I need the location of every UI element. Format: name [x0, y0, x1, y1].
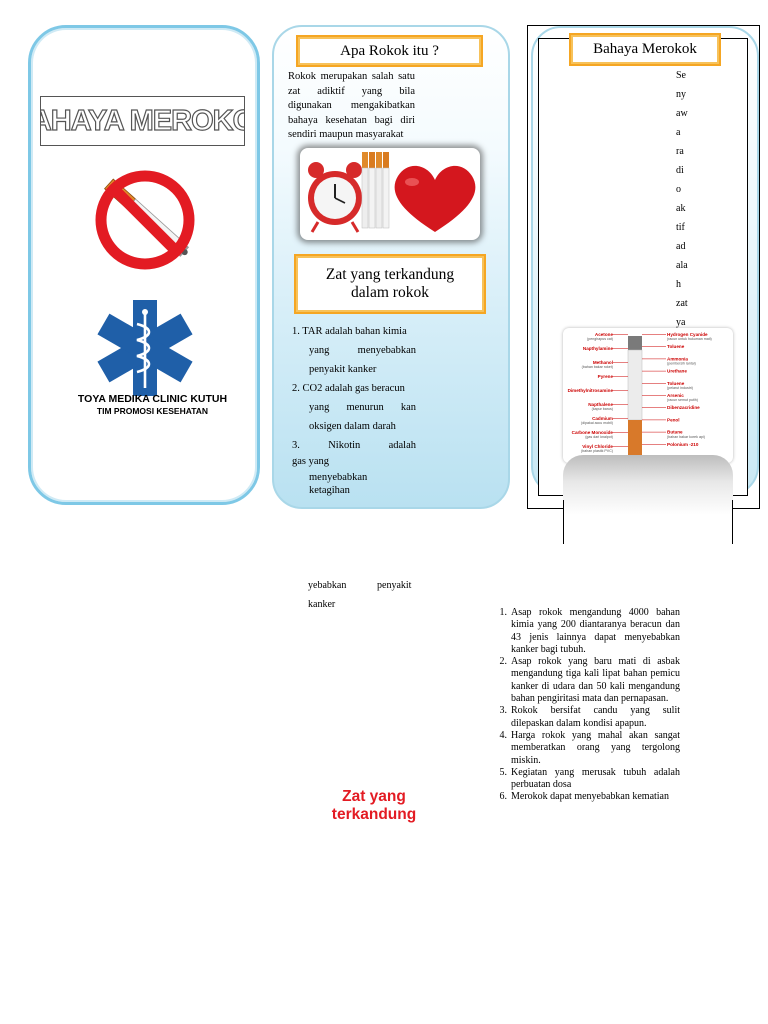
chemical-label: Napthalene — [588, 402, 613, 407]
list-item-line: yang menyebabkan — [309, 345, 416, 356]
intro-paragraph: Rokok merupakan salah satu zat adiktif y… — [288, 71, 415, 140]
list-number: 3. — [499, 705, 508, 717]
vertical-text-fragment: ak — [676, 203, 686, 214]
vertical-text-fragment: zat — [676, 298, 688, 309]
chemical-note: (bahan bakar roket) — [582, 365, 613, 369]
list-item: 3.Rokok bersifat candu yang sulit dilepa… — [485, 705, 681, 730]
list-item-line: 2. CO2 adalah gas beracun — [292, 383, 405, 394]
list-item: 5.Kegiatan yang merusak tubuh adalah per… — [485, 766, 681, 792]
cigarettes-icon — [361, 152, 390, 229]
chemical-label: Napthylamine — [583, 346, 614, 351]
chemical-label: Dibenzacridine — [667, 405, 700, 410]
no-smoking-icon — [95, 170, 195, 270]
alarm-clock-icon — [308, 162, 362, 233]
chemical-label: Methanol — [593, 360, 613, 365]
list-number: 2. — [499, 656, 508, 668]
vertical-text-fragment: aw — [676, 108, 688, 119]
vertical-text-fragment: a — [676, 127, 681, 138]
chemical-note: (kapur barus) — [592, 407, 613, 411]
chemical-note: (dipakai accu mobil) — [581, 421, 613, 425]
chemical-note: (pelarut industri) — [667, 386, 693, 390]
vertical-text-fragment: o — [676, 184, 681, 195]
vertical-text-fragment: h — [676, 279, 681, 290]
list-item-line: menyebabkan — [309, 472, 368, 483]
list-number: 5. — [499, 766, 508, 778]
vertical-text-fragment: tif — [676, 222, 685, 233]
vertical-text-fragment: di — [676, 165, 684, 176]
list-number: 6. — [499, 791, 508, 803]
list-text: Kegiatan yang merusak tubuh adalah perbu… — [511, 766, 680, 791]
chemical-label: Penol — [667, 417, 680, 422]
chemical-label: Toluene — [667, 344, 685, 349]
list-item: 6.Merokok dapat menyebabkan kematian — [485, 791, 680, 803]
chemical-note: (racun semut putih) — [667, 398, 698, 402]
cigarette-icon — [627, 336, 643, 460]
continued-text: penyakit — [377, 580, 412, 591]
textbox-continuation — [563, 500, 733, 544]
vertical-text-fragment: ala — [676, 260, 688, 271]
grey-gradient-shape — [563, 455, 733, 515]
list-text: Rokok bersifat candu yang sulit dilepask… — [511, 705, 680, 729]
chemical-label: Vinyl Chloride — [582, 444, 613, 449]
chemical-label: Polonium -210 — [667, 442, 699, 447]
list-item: 4.Harga rokok yang mahal akan sangat mem… — [485, 729, 681, 767]
chemical-label: Cadmium — [592, 416, 613, 421]
clinic-subtitle: TIM PROMOSI KESEHATAN — [96, 406, 209, 416]
chemical-label: Pyrene — [598, 374, 614, 379]
chemical-label: Toluene — [667, 381, 685, 386]
vertical-text-fragment: ra — [676, 146, 684, 157]
continued-text: yebabkan — [308, 580, 347, 591]
red-heading: Zat yang terkandung — [331, 788, 417, 823]
list-item-line: ketagihan — [309, 485, 350, 496]
list-item-line: oksigen dalam darah — [309, 421, 396, 432]
chemical-note: (bahan plastik PVC) — [581, 449, 613, 453]
list-item-line: yang menurun kan — [309, 402, 416, 413]
list-text: Harga rokok yang mahal akan sangat membe… — [511, 729, 680, 766]
chemical-note: (gas dari knalpot) — [585, 435, 613, 439]
continued-text: kanker — [308, 599, 336, 610]
list-text: Asap rokok yang baru mati di asbak menga… — [511, 656, 680, 705]
list-item: 2.Asap rokok yang baru mati di asbak men… — [485, 656, 681, 705]
list-number: 4. — [499, 729, 508, 741]
chemical-label: Dimethylnitrosamine — [568, 388, 614, 393]
list-item-line: penyakit kanker — [309, 364, 377, 375]
chemical-label: Acetone — [595, 332, 614, 337]
list-number: 1. — [499, 607, 508, 618]
heart-icon — [394, 165, 476, 232]
cover-title: BAHAYA MEROKOK — [40, 96, 245, 146]
chemical-label: Butane — [667, 430, 683, 435]
section-title-dangers: Bahaya Merokok — [569, 33, 721, 66]
list-item: 2. CO2 adalah gas beracun yang menurun k… — [292, 379, 416, 436]
list-item-line: 3. Nikotin adalah — [292, 440, 416, 451]
list-item: 3. Nikotin adalah gas yang menyebabkan k… — [292, 436, 416, 497]
chemical-note: (pembersih lantai) — [667, 362, 696, 366]
list-item-line: gas yang — [292, 456, 330, 467]
facts-list: 1.Asap rokok mengandung 4000 bahan kimia… — [485, 607, 681, 804]
list-item-line: 1. TAR adalah bahan kimia — [292, 326, 407, 337]
chemical-label: Urethane — [667, 369, 687, 374]
chemical-label: Arsenic — [667, 393, 684, 398]
chemical-note: (racun untuk hukuman mati) — [667, 337, 712, 341]
contents-list: 1. TAR adalah bahan kimia yang menyebabk… — [292, 322, 416, 497]
vertical-text-fragment: ya — [676, 317, 686, 328]
section-title-what-is-cigarette: Apa Rokok itu ? — [296, 35, 483, 67]
vertical-text-fragment: Se — [676, 70, 686, 81]
chemical-note: (penghapus cat) — [587, 337, 613, 341]
clinic-name: TOYA MEDIKA CLINIC KUTUH — [77, 393, 228, 405]
star-of-life-icon — [97, 300, 193, 396]
list-item: 1.Asap rokok mengandung 4000 bahan kimia… — [485, 607, 681, 656]
vertical-text-fragment: ny — [676, 89, 686, 100]
list-item: 1. TAR adalah bahan kimia yang menyebabk… — [292, 322, 416, 379]
section-title-contents: Zat yang terkandung dalam rokok — [294, 254, 486, 314]
list-text: Asap rokok mengandung 4000 bahan kimia y… — [511, 607, 680, 655]
vertical-text-fragment: ad — [676, 241, 686, 252]
chemical-label: Hydrogen Cyanide — [667, 332, 708, 337]
clock-cigarettes-heart-image — [300, 148, 480, 240]
list-text: Merokok dapat menyebabkan kematian — [511, 791, 669, 803]
chemical-label: Ammonia — [667, 356, 688, 361]
chemical-note: (bahan bakar korek api) — [667, 435, 705, 439]
chemical-label: Carbone Monoxide — [572, 430, 614, 435]
